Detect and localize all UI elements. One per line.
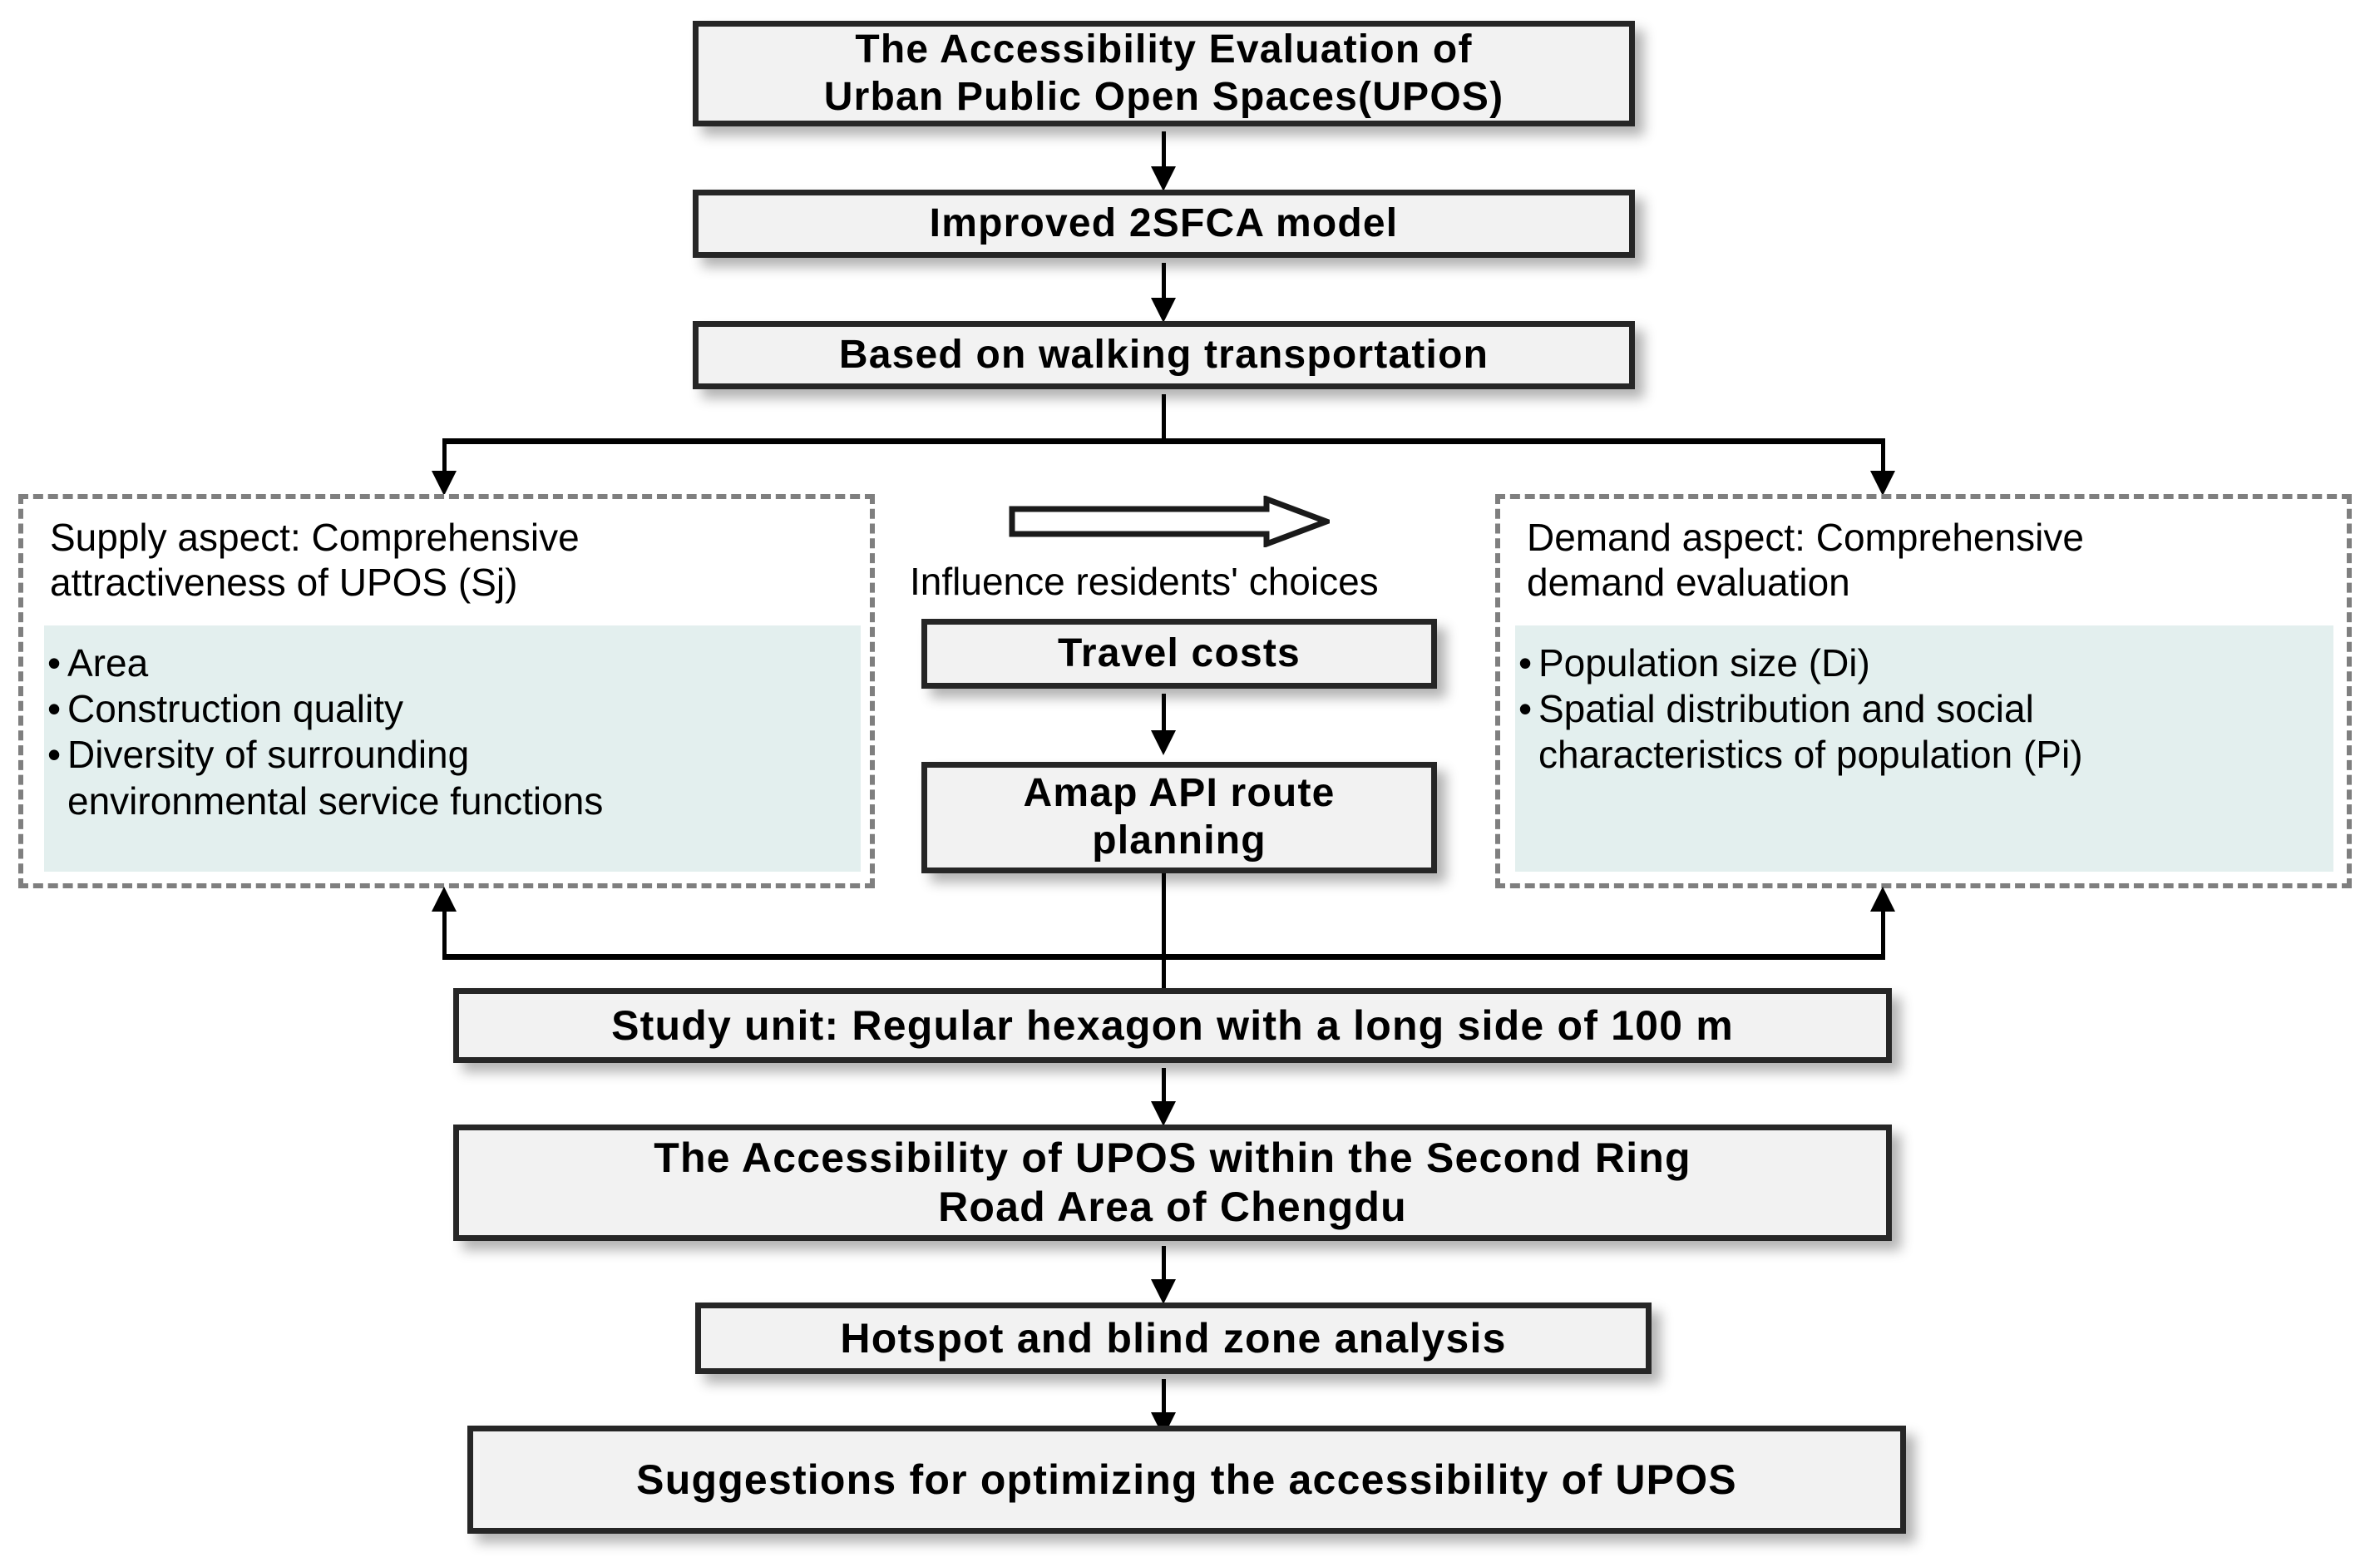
amap-box: Amap API route planning [921, 762, 1437, 873]
connector-model-to-transport [1162, 263, 1166, 304]
connector-transport-stem [1162, 394, 1166, 441]
demand-item-list: Population size (Di) Spatial distributio… [1517, 640, 2340, 779]
connector-accessibility-to-hotspot [1162, 1246, 1166, 1286]
list-item: Population size (Di) [1517, 640, 2340, 686]
connector-transport-bus [442, 438, 1885, 444]
arrow-transport-to-demand [1870, 471, 1895, 496]
list-item: Spatial distribution and social characte… [1517, 686, 2340, 778]
arrow-title-to-model [1151, 166, 1176, 191]
title-box-label: The Accessibility Evaluation of Urban Pu… [823, 27, 1504, 119]
connector-title-to-model [1162, 131, 1166, 173]
arrow-model-to-transport [1151, 298, 1176, 323]
influence-block-arrow [1009, 496, 1330, 547]
list-item: Construction quality [46, 686, 861, 732]
supply-item-list: Area Construction quality Diversity of s… [46, 640, 861, 824]
connector-transport-left-drop [442, 438, 447, 476]
transport-box-label: Based on walking transportation [838, 332, 1489, 377]
model-box: Improved 2SFCA model [693, 190, 1635, 258]
connector-merge-left-rise [442, 910, 447, 957]
connector-merge-bus [442, 954, 1885, 960]
arrow-merge-to-demand [1870, 887, 1895, 912]
model-box-label: Improved 2SFCA model [929, 200, 1399, 245]
suggestions-box: Suggestions for optimizing the accessibi… [467, 1426, 1906, 1534]
suggestions-label: Suggestions for optimizing the accessibi… [636, 1456, 1737, 1503]
hotspot-box: Hotspot and blind zone analysis [695, 1303, 1652, 1374]
list-item: Diversity of surrounding environmental s… [46, 732, 861, 823]
connector-transport-right-drop [1881, 438, 1885, 476]
accessibility-box: The Accessibility of UPOS within the Sec… [453, 1125, 1892, 1241]
arrow-accessibility-to-hotspot [1151, 1279, 1176, 1304]
arrow-transport-to-supply [432, 471, 457, 496]
connector-merge-right-rise [1881, 910, 1885, 957]
connector-amap-stem [1162, 873, 1166, 1015]
study-unit-label: Study unit: Regular hexagon with a long … [611, 1001, 1734, 1049]
hotspot-label: Hotspot and blind zone analysis [840, 1314, 1507, 1362]
demand-panel-heading: Demand aspect: Comprehensive demand eval… [1527, 516, 2084, 604]
travel-costs-label: Travel costs [1058, 630, 1301, 675]
connector-study-to-accessibility [1162, 1068, 1166, 1108]
list-item: Area [46, 640, 861, 686]
influence-label: Influence residents' choices [910, 560, 1379, 603]
study-unit-box: Study unit: Regular hexagon with a long … [453, 988, 1892, 1063]
arrow-merge-to-supply [432, 887, 457, 912]
arrow-travel-to-amap [1151, 730, 1176, 755]
travel-costs-box: Travel costs [921, 619, 1437, 689]
amap-box-label: Amap API route planning [1023, 771, 1336, 863]
accessibility-label: The Accessibility of UPOS within the Sec… [654, 1134, 1691, 1230]
supply-panel-heading: Supply aspect: Comprehensive attractiven… [50, 516, 580, 604]
arrow-study-to-accessibility [1151, 1101, 1176, 1126]
connector-travel-to-amap [1162, 694, 1166, 737]
connector-hotspot-to-suggestions [1162, 1379, 1166, 1419]
transport-box: Based on walking transportation [693, 321, 1635, 389]
title-box: The Accessibility Evaluation of Urban Pu… [693, 21, 1635, 126]
